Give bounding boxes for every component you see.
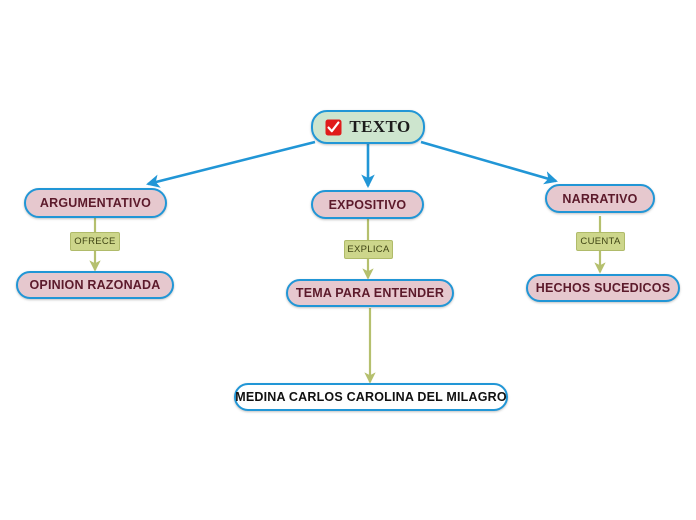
node-tema-para-entender[interactable]: TEMA PARA ENTENDER (286, 279, 454, 307)
node-expositivo[interactable]: EXPOSITIVO (311, 190, 424, 219)
node-opinion-razonada-label: OPINION RAZONADA (29, 278, 161, 292)
node-expositivo-label: EXPOSITIVO (328, 197, 407, 212)
badge-cuenta-label: CUENTA (580, 236, 621, 247)
node-argumentativo-label: ARGUMENTATIVO (39, 196, 152, 210)
badge-ofrece-label: OFRECE (74, 236, 116, 247)
edge-root-to-narrativo (420, 140, 558, 185)
node-argumentativo[interactable]: ARGUMENTATIVO (24, 188, 167, 218)
badge-explica: EXPLICA (344, 240, 393, 259)
badge-explica-label: EXPLICA (347, 244, 390, 255)
node-narrativo[interactable]: NARRATIVO (545, 184, 655, 213)
node-opinion-razonada[interactable]: OPINION RAZONADA (16, 271, 174, 299)
node-root-label: TEXTO (349, 117, 411, 136)
badge-ofrece: OFRECE (70, 232, 120, 251)
node-author-label: MEDINA CARLOS CAROLINA DEL MILAGRO (235, 390, 507, 404)
node-hechos-sucedicos[interactable]: HECHOS SUCEDICOS (526, 274, 680, 302)
node-hechos-sucedicos-label: HECHOS SUCEDICOS (535, 281, 671, 295)
checkbox-checked-icon (325, 119, 342, 136)
node-author[interactable]: MEDINA CARLOS CAROLINA DEL MILAGRO (234, 383, 508, 411)
node-narrativo-label: NARRATIVO (562, 191, 638, 206)
node-root-texto[interactable]: TEXTO (311, 110, 425, 144)
node-tema-para-entender-label: TEMA PARA ENTENDER (295, 286, 445, 300)
edge-root-to-argumentativo (146, 140, 316, 188)
badge-cuenta: CUENTA (576, 232, 625, 251)
